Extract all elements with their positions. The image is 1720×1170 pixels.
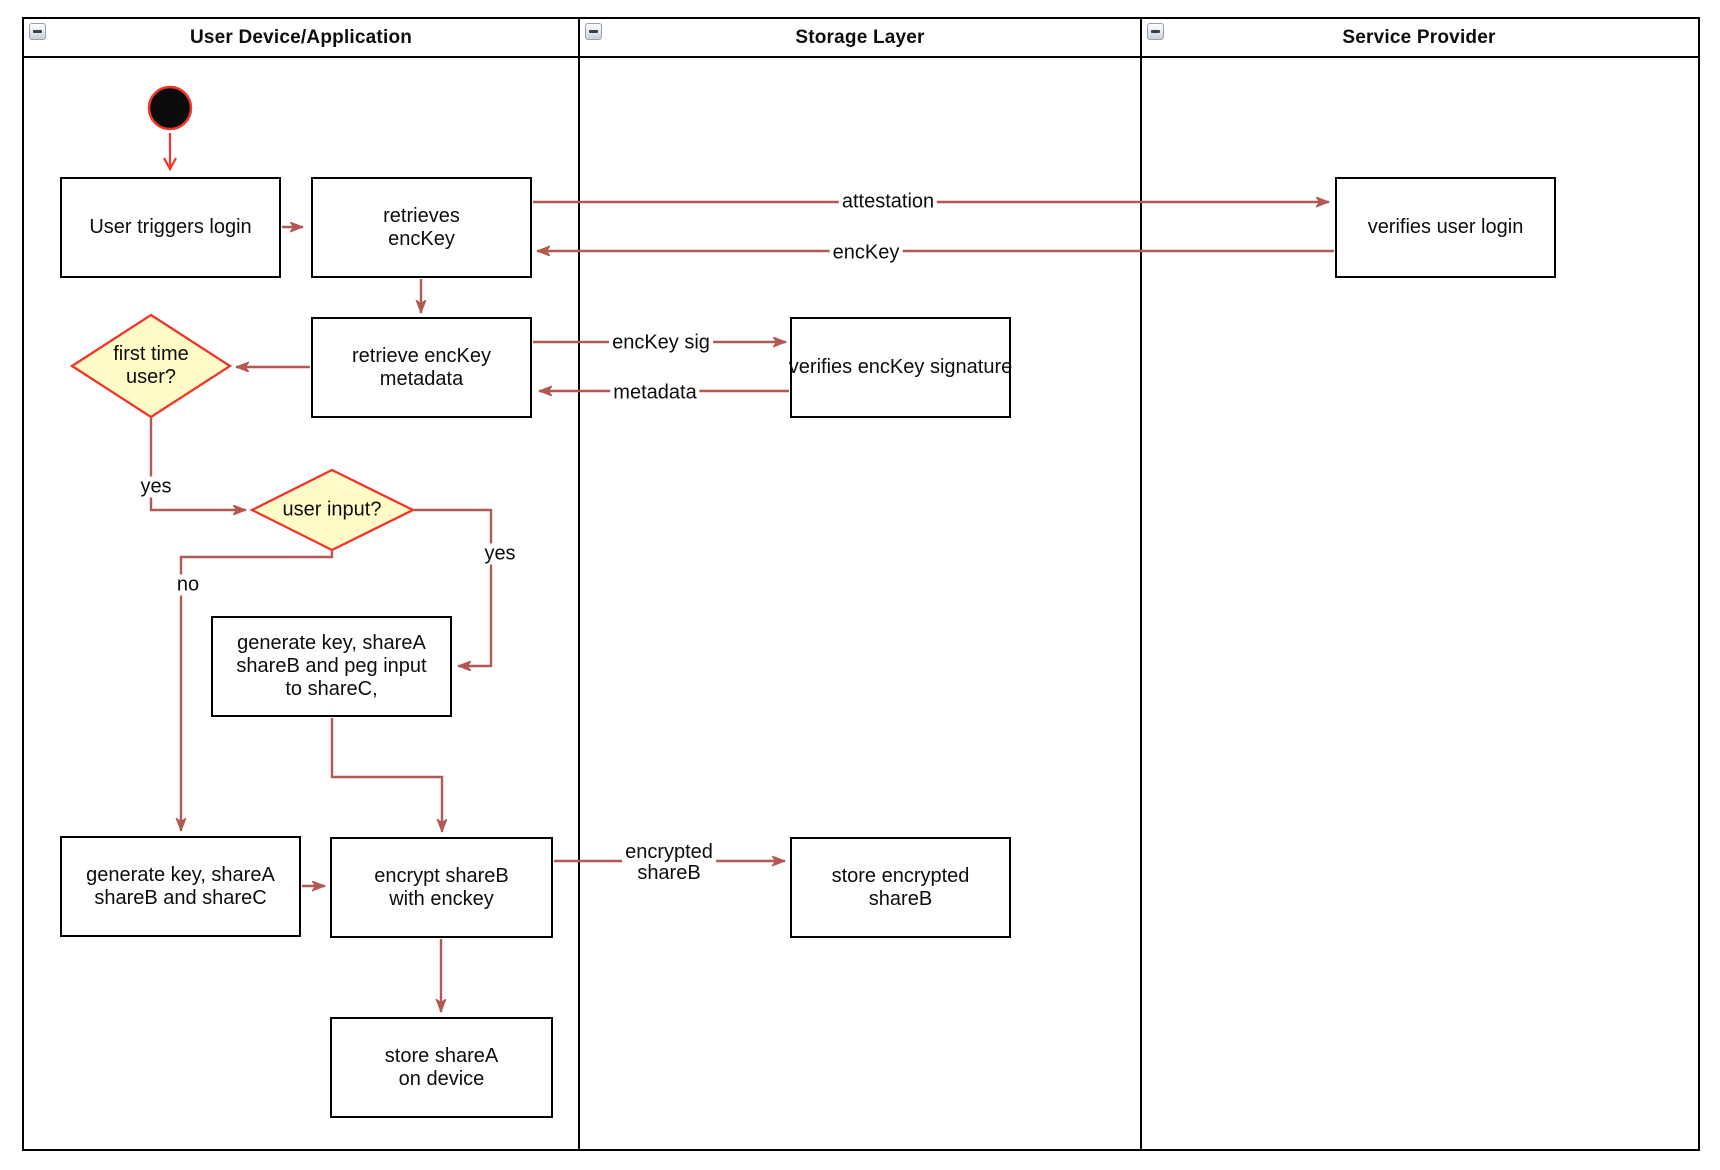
edge-label-attestation: attestation — [838, 191, 938, 213]
node-store-sharea[interactable]: store shareA on device — [330, 1017, 553, 1118]
decision-label-first-time-user: first time user? — [113, 343, 189, 388]
node-generate-key-sharec[interactable]: generate key, shareA shareB and shareC — [60, 836, 301, 937]
edge-peg-to-encrypt — [330, 718, 442, 832]
node-encrypt-shareb[interactable]: encrypt shareB with enckey — [330, 837, 553, 938]
collapse-icon[interactable] — [1147, 23, 1164, 40]
lane-divider-2 — [1140, 19, 1142, 1149]
minus-icon — [1151, 30, 1160, 33]
lane-title-service-provider: Service Provider — [1342, 27, 1496, 48]
node-verifies-enckey-signature[interactable]: verifies encKey signature — [789, 317, 1012, 418]
collapse-icon[interactable] — [29, 23, 46, 40]
edge-label-metadata: metadata — [610, 382, 700, 404]
minus-icon — [589, 30, 598, 33]
start-state-circle[interactable] — [147, 85, 193, 131]
edge-label-no-user-input: no — [173, 574, 203, 596]
node-generate-key-peg-input[interactable]: generate key, shareA shareB and peg inpu… — [211, 616, 452, 717]
collapse-icon[interactable] — [585, 23, 602, 40]
node-verifies-user-login[interactable]: verifies user login — [1335, 177, 1556, 278]
edge-label-enckey-sig: encKey sig — [609, 332, 713, 354]
node-user-triggers-login[interactable]: User triggers login — [60, 177, 281, 278]
decision-label-user-input: user input? — [282, 498, 382, 521]
decision-first-time-user[interactable] — [69, 313, 233, 419]
minus-icon — [33, 30, 42, 33]
edge-no-to-generate — [181, 551, 334, 831]
lane-divider-1 — [578, 19, 580, 1149]
node-store-encrypted-shareb[interactable]: store encrypted shareB — [790, 837, 1011, 938]
edge-yes-to-peg — [414, 508, 493, 666]
edge-label-enckey: encKey — [829, 242, 903, 264]
lane-header-band — [24, 19, 1698, 58]
node-retrieve-enckey-metadata[interactable]: retrieve encKey metadata — [311, 317, 532, 418]
decision-user-input[interactable] — [249, 468, 416, 552]
node-retrieves-enckey[interactable]: retrieves encKey — [311, 177, 532, 278]
lane-title-storage-layer: Storage Layer — [795, 27, 925, 48]
edge-label-yes-first-time: yes — [137, 476, 175, 498]
edge-label-encrypted-shareb: encrypted shareB — [622, 842, 716, 884]
edge-yes-to-userinput — [149, 418, 246, 510]
lane-title-user-device: User Device/Application — [189, 27, 413, 48]
edge-label-yes-user-input: yes — [481, 543, 519, 565]
